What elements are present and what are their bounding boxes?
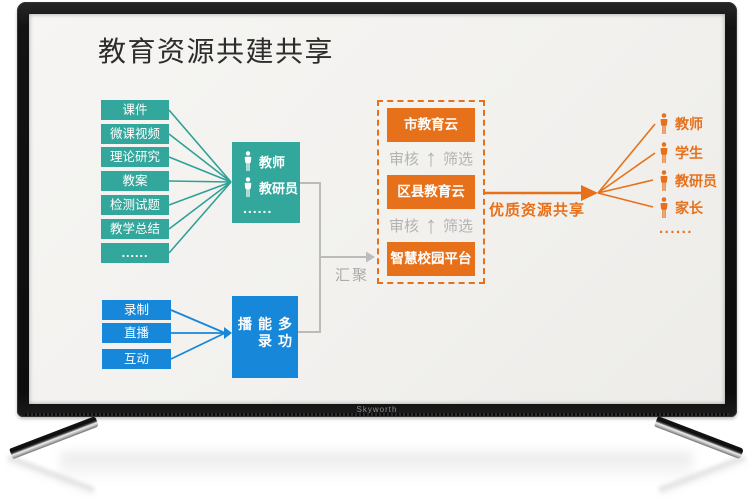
- share-label: 优质资源共享: [489, 202, 586, 219]
- tv-brand-label: Skyworth: [356, 405, 398, 414]
- resource-box-lessonplan: 教案: [101, 171, 169, 191]
- person-icon: [659, 113, 669, 135]
- speaker-grille: [25, 413, 729, 416]
- filter-label: 筛选: [443, 218, 474, 235]
- contributors-ellipsis: ......: [243, 200, 273, 216]
- share-target-label: 学生: [675, 145, 703, 161]
- recorder-label: 多功能录播: [237, 316, 293, 351]
- record-box-interactive: 互动: [102, 349, 171, 369]
- person-icon: [659, 197, 669, 219]
- contributor-researcher: 教研员: [243, 177, 300, 198]
- contributor-label: 教师: [259, 155, 286, 170]
- review-label: 审核: [388, 218, 419, 235]
- share-target-label: 教师: [675, 116, 703, 132]
- review-filter-row: 审核 ↑ 筛选: [387, 144, 475, 172]
- share-target-label: 教研员: [675, 173, 717, 189]
- up-arrow-icon: ↑: [425, 144, 437, 172]
- resource-box-tests: 检测试题: [101, 195, 169, 215]
- city-cloud-box: 市教育云: [387, 108, 475, 142]
- up-arrow-icon: ↑: [425, 211, 437, 239]
- smart-campus-box: 智慧校园平台: [387, 242, 475, 276]
- resource-box-summary: 教学总结: [101, 219, 169, 239]
- contributors-box: 教师 教研员 ......: [232, 142, 300, 223]
- share-targets-ellipsis: ......: [659, 220, 694, 237]
- person-icon: [243, 151, 253, 172]
- contributor-teacher: 教师: [243, 151, 300, 172]
- converge-label: 汇聚: [335, 267, 370, 284]
- share-target-teacher: 教师: [659, 112, 703, 136]
- cloud-platform-panel: 市教育云 审核 ↑ 筛选 区县教育云 审核 ↑ 筛选 智慧校园平台: [377, 100, 485, 284]
- record-box-live: 直播: [102, 323, 171, 343]
- filter-label: 筛选: [443, 151, 474, 168]
- district-cloud-box: 区县教育云: [387, 175, 475, 209]
- person-icon: [659, 170, 669, 192]
- share-target-researcher: 教研员: [659, 169, 717, 193]
- tv-frame: 教育资源共建共享 课件 微课视频 理论研究 教案 检测试题 教学总结 .....…: [17, 2, 737, 417]
- person-icon: [659, 142, 669, 164]
- resource-box-courseware: 课件: [101, 100, 169, 120]
- multifunction-recorder-box: 多功能录播: [232, 296, 298, 378]
- slide-title: 教育资源共建共享: [98, 36, 335, 67]
- person-icon: [243, 177, 253, 198]
- resource-box-microvideo: 微课视频: [101, 124, 169, 144]
- review-label: 审核: [388, 151, 419, 168]
- share-target-parent: 家长: [659, 196, 703, 220]
- share-target-student: 学生: [659, 141, 703, 165]
- resource-box-more: ......: [101, 243, 169, 263]
- record-box-recording: 录制: [102, 300, 171, 320]
- review-filter-row: 审核 ↑ 筛选: [387, 211, 475, 239]
- resource-box-theory: 理论研究: [101, 147, 169, 167]
- share-target-label: 家长: [675, 200, 703, 216]
- tv-screen: 教育资源共建共享 课件 微课视频 理论研究 教案 检测试题 教学总结 .....…: [29, 14, 725, 404]
- tv-reflection: [60, 452, 693, 486]
- contributor-label: 教研员: [259, 181, 299, 196]
